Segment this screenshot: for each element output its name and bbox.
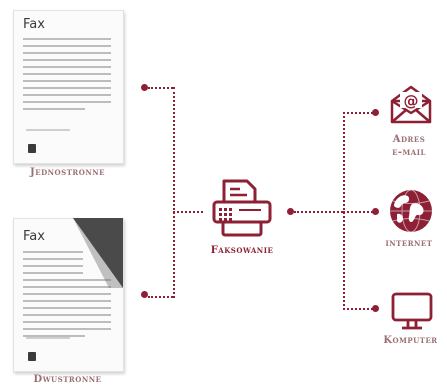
- connector-line: [343, 211, 373, 213]
- connector-line: [148, 296, 173, 298]
- connector-line: [148, 87, 173, 89]
- connector-dot: [372, 305, 379, 312]
- signature-line: [26, 129, 70, 131]
- single-sided-document: Fax: [13, 10, 124, 164]
- monitor-icon: [391, 292, 433, 330]
- fax-machine-icon: [212, 179, 272, 237]
- document-text-lines: [23, 38, 111, 115]
- label-computer: Komputer: [383, 335, 438, 346]
- connector-dot: [372, 109, 379, 116]
- signature-line: [26, 337, 70, 339]
- svg-text:@: @: [404, 92, 419, 110]
- label-faxing: Faksowanie: [210, 245, 274, 256]
- logo-mark: [28, 144, 36, 153]
- connector-line: [294, 211, 343, 213]
- label-internet: internet: [385, 238, 433, 249]
- connector-dot: [287, 208, 294, 215]
- connector-dot: [141, 84, 148, 91]
- globe-icon: [390, 189, 432, 233]
- connector-dot: [372, 208, 379, 215]
- label-single-sided: Jednostronne: [30, 167, 105, 178]
- connector-dot: [141, 291, 148, 298]
- document-title: Fax: [23, 229, 45, 244]
- document-text-lines: [23, 251, 83, 279]
- envelope-at-icon: @: [390, 85, 432, 124]
- folded-corner-icon: [73, 218, 123, 288]
- connector-line: [173, 211, 203, 213]
- logo-mark: [28, 352, 36, 361]
- label-email-line1: Adres: [392, 134, 426, 145]
- label-double-sided: Dwustronne: [33, 374, 102, 385]
- label-email-line2: e-mail: [392, 147, 426, 158]
- connector-line: [343, 112, 373, 114]
- document-title: Fax: [23, 17, 45, 32]
- connector-line: [173, 87, 175, 298]
- document-text-lines-lower: [23, 279, 111, 342]
- connector-line: [343, 308, 373, 310]
